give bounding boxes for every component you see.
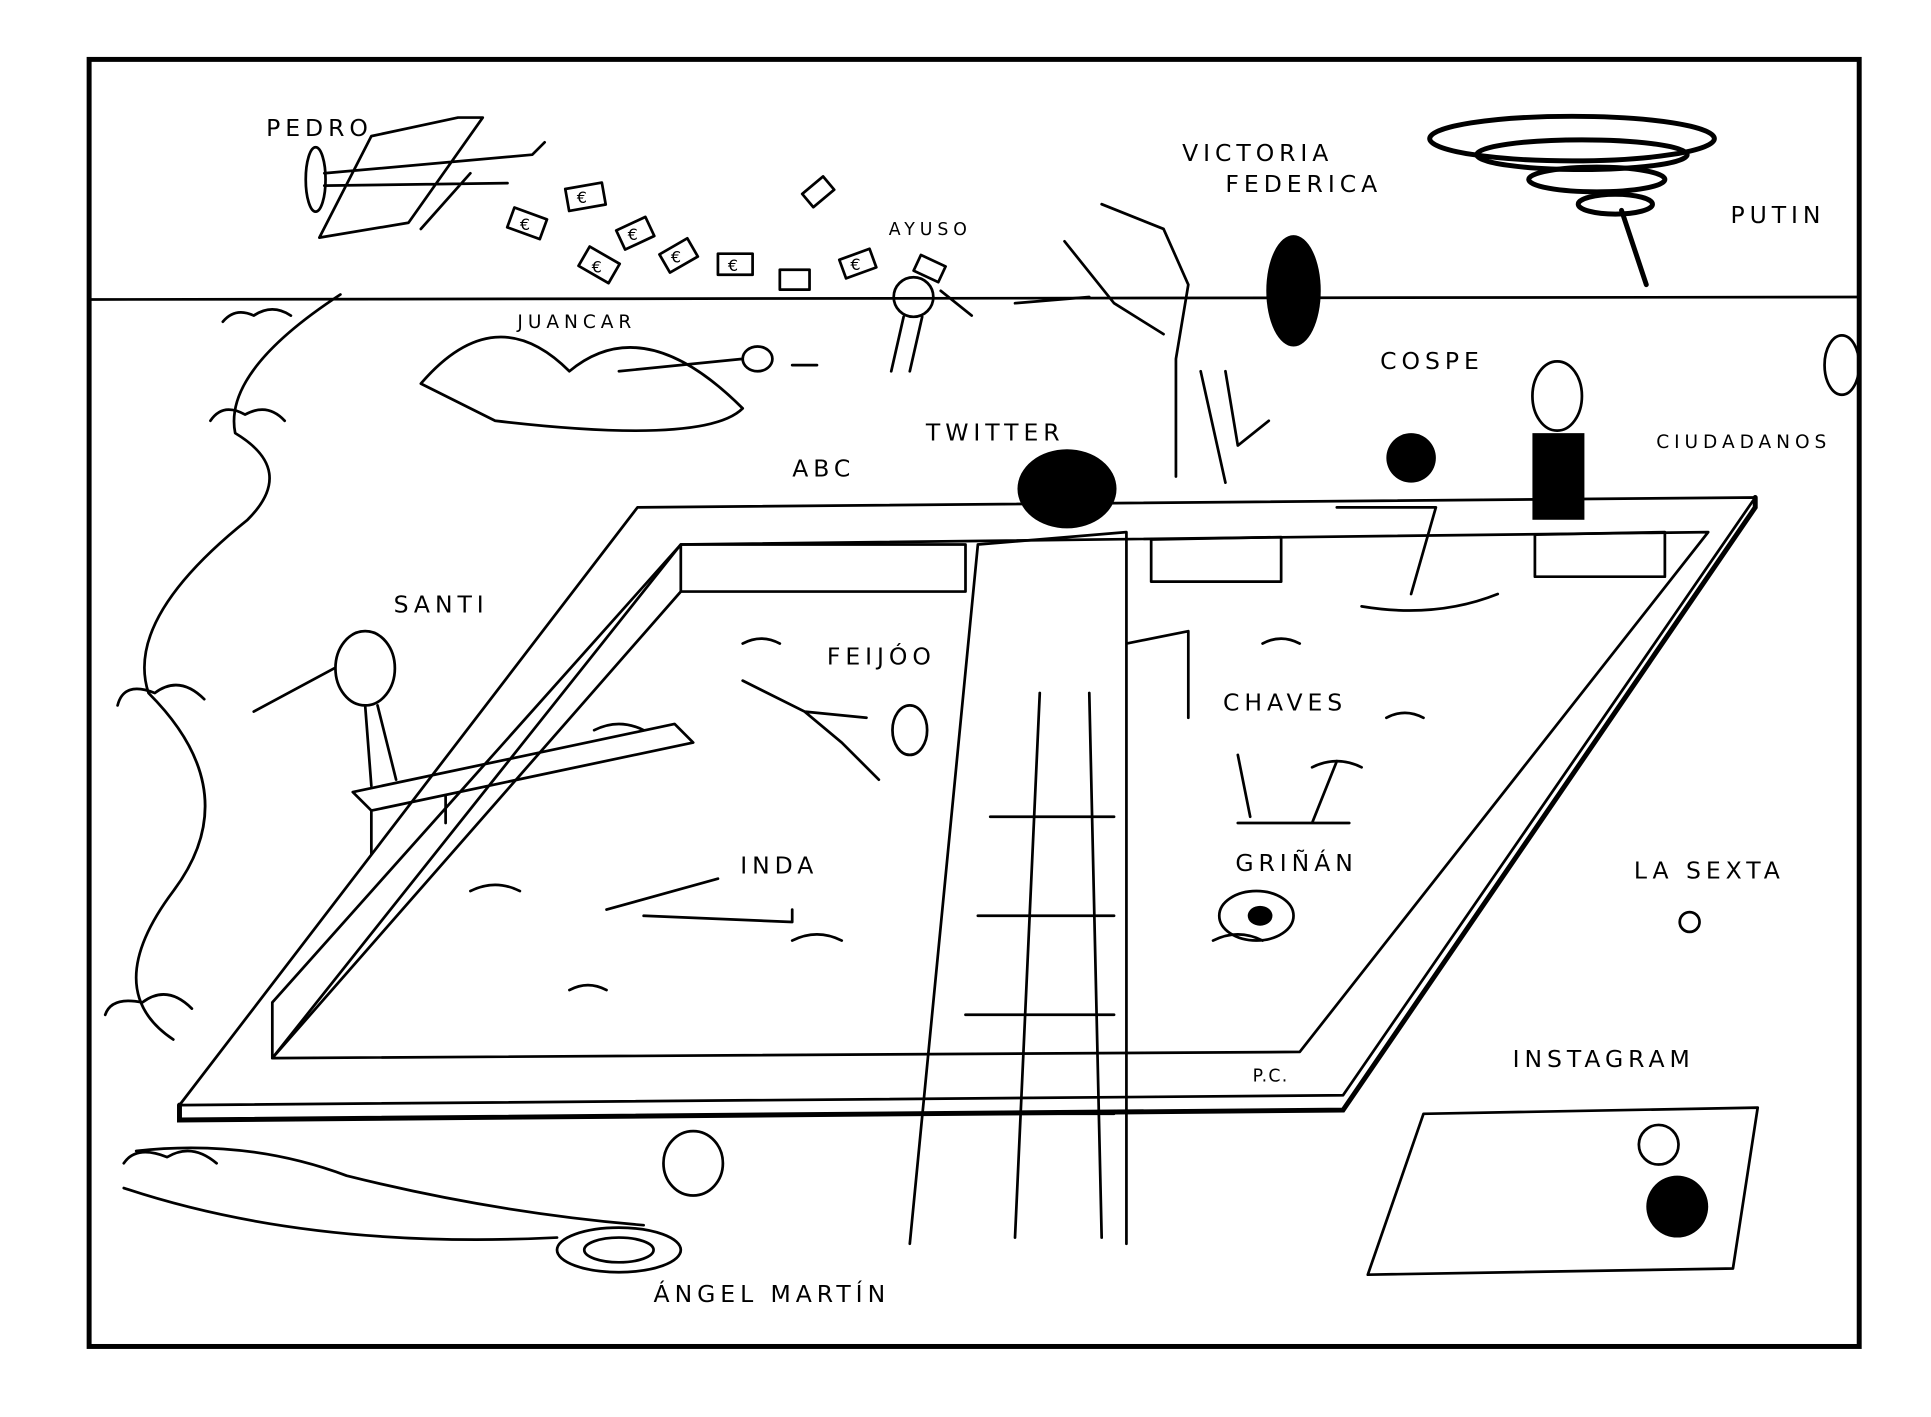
label-pedro: PEDRO (266, 114, 373, 142)
flying-banknotes: € € € € € € € (505, 175, 947, 291)
label-putin: PUTIN (1730, 201, 1825, 229)
santi-figure (252, 629, 398, 788)
plane-drawing (304, 116, 547, 239)
svg-text:€: € (728, 256, 738, 275)
label-ciudadanos: CIUDADANOS (1656, 432, 1831, 453)
label-twitter: TWITTER (925, 419, 1065, 447)
chaves-figure (1236, 753, 1351, 825)
svg-text:€: € (592, 257, 602, 276)
label-feijoo: FEIJÓO (827, 643, 936, 671)
label-cospe: COSPE (1380, 347, 1484, 375)
label-instagram: INSTAGRAM (1513, 1045, 1695, 1073)
horizon-line (87, 295, 1861, 301)
svg-text:€: € (671, 247, 681, 266)
svg-text:€: € (628, 225, 638, 244)
label-angel-martin: ÁNGEL MARTÍN (654, 1280, 891, 1308)
juancar-drawing (419, 335, 819, 433)
angel-martin-figure (555, 1129, 725, 1274)
svg-text:€: € (520, 215, 530, 234)
svg-text:€: € (850, 255, 860, 274)
wind-trail-left (103, 293, 646, 1241)
label-chaves: CHAVES (1223, 688, 1347, 716)
label-federica: FEDERICA (1225, 170, 1382, 198)
feijoo-figure (741, 679, 929, 782)
label-victoria: VICTORIA (1182, 139, 1333, 167)
panel-frame (86, 56, 1862, 1349)
instagram-towel (1366, 1106, 1760, 1277)
label-inda: INDA (740, 852, 818, 880)
label-juancar: JUANCAR (516, 312, 636, 333)
horse-rider-drawing (1013, 202, 1321, 485)
cospe-figure (1531, 360, 1585, 520)
tornado-drawing (1427, 113, 1717, 288)
ciudadanos-figure (1823, 334, 1861, 397)
grinan-figure (1217, 889, 1295, 942)
label-abc: ABC (792, 454, 855, 482)
inda-figure (605, 877, 794, 924)
lifeguard-chair (908, 449, 1190, 1246)
la-sexta-figure (1678, 910, 1701, 934)
label-santi: SANTI (394, 591, 489, 619)
svg-text:€: € (577, 188, 587, 207)
character-labels: PEDRO AYUSO VICTORIA FEDERICA PUTIN JUAN… (266, 114, 1831, 1308)
splash-figures (1335, 433, 1500, 612)
label-la-sexta: LA SEXTA (1634, 857, 1785, 885)
ayuso-drawing (889, 275, 974, 373)
twitter-figure (1017, 449, 1117, 529)
label-pc: P.C. (1253, 1067, 1289, 1087)
label-ayuso: AYUSO (889, 220, 972, 240)
label-grinan: GRIÑÁN (1235, 849, 1357, 877)
pool-nets (270, 530, 1667, 1060)
diving-board (351, 722, 695, 856)
